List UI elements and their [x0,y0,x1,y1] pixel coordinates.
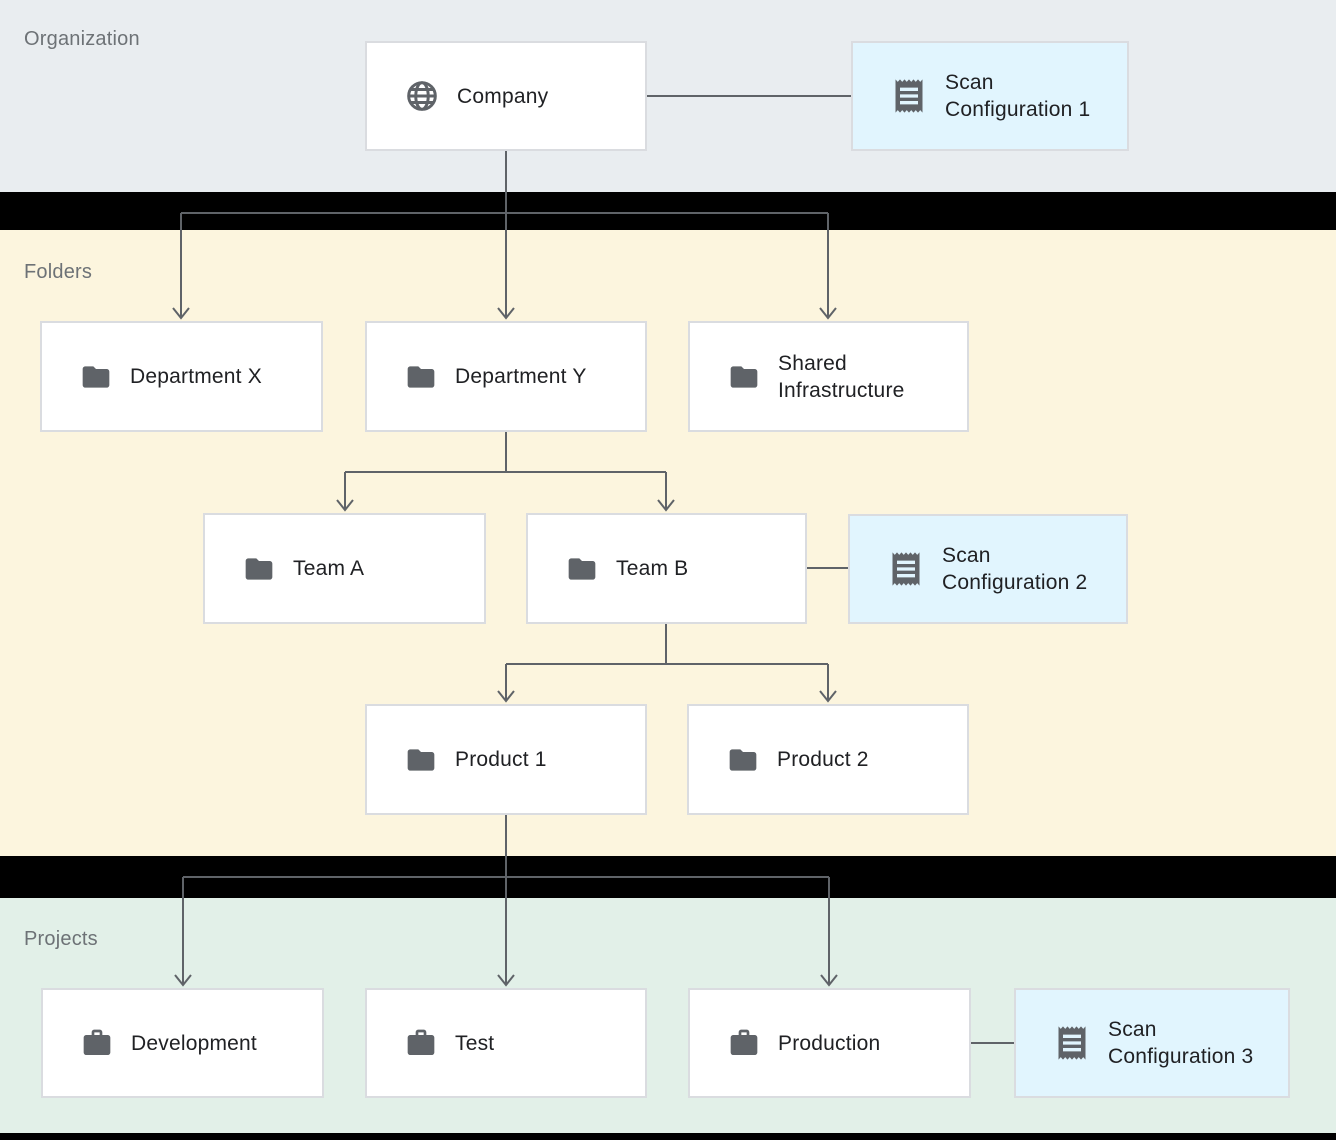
bottom-band [0,1133,1336,1140]
node-scan-configuration-3: Scan Configuration 3 [1014,988,1290,1098]
folder-icon [728,361,760,393]
node-label: Department X [130,365,262,388]
node-team-b: Team B [526,513,807,624]
folders-section-label: Folders [24,261,93,283]
folder-icon [405,361,437,393]
node-label: Team B [616,557,689,580]
folder-icon [566,553,598,585]
node-label: Development [131,1031,257,1055]
node-production: Production [688,988,971,1098]
receipt-icon [888,549,924,589]
node-label: Scan Configuration 1 [945,71,1091,121]
node-label: Test [455,1031,495,1055]
organization-section-label: Organization [24,28,140,50]
receipt-icon [891,76,927,116]
node-department-x: Department X [40,321,323,432]
folder-icon [80,361,112,393]
node-label: Scan Configuration 3 [1108,1018,1254,1068]
globe-icon [405,79,439,113]
node-scan-configuration-2: Scan Configuration 2 [848,514,1128,624]
folder-icon [405,744,437,776]
folder-icon [727,744,759,776]
section-divider-band [0,192,1336,230]
folder-icon [243,553,275,585]
briefcase-icon [728,1027,760,1059]
node-product-1: Product 1 [365,704,647,815]
node-company: Company [365,41,647,151]
node-team-a: Team A [203,513,486,624]
node-label: Product 1 [455,748,547,771]
node-label: Team A [293,557,365,580]
node-label: Scan Configuration 2 [942,544,1088,594]
node-shared-infrastructure: Shared Infrastructure [688,321,969,432]
node-label: Production [778,1031,881,1055]
node-scan-configuration-1: Scan Configuration 1 [851,41,1129,151]
briefcase-icon [81,1027,113,1059]
node-product-2: Product 2 [687,704,969,815]
projects-section-label: Projects [24,928,98,950]
node-label: Product 2 [777,748,869,771]
node-department-y: Department Y [365,321,647,432]
node-label: Shared Infrastructure [778,351,905,402]
node-test: Test [365,988,647,1098]
node-development: Development [41,988,324,1098]
node-label: Company [457,84,549,108]
briefcase-icon [405,1027,437,1059]
receipt-icon [1054,1023,1090,1063]
node-label: Department Y [455,365,587,388]
